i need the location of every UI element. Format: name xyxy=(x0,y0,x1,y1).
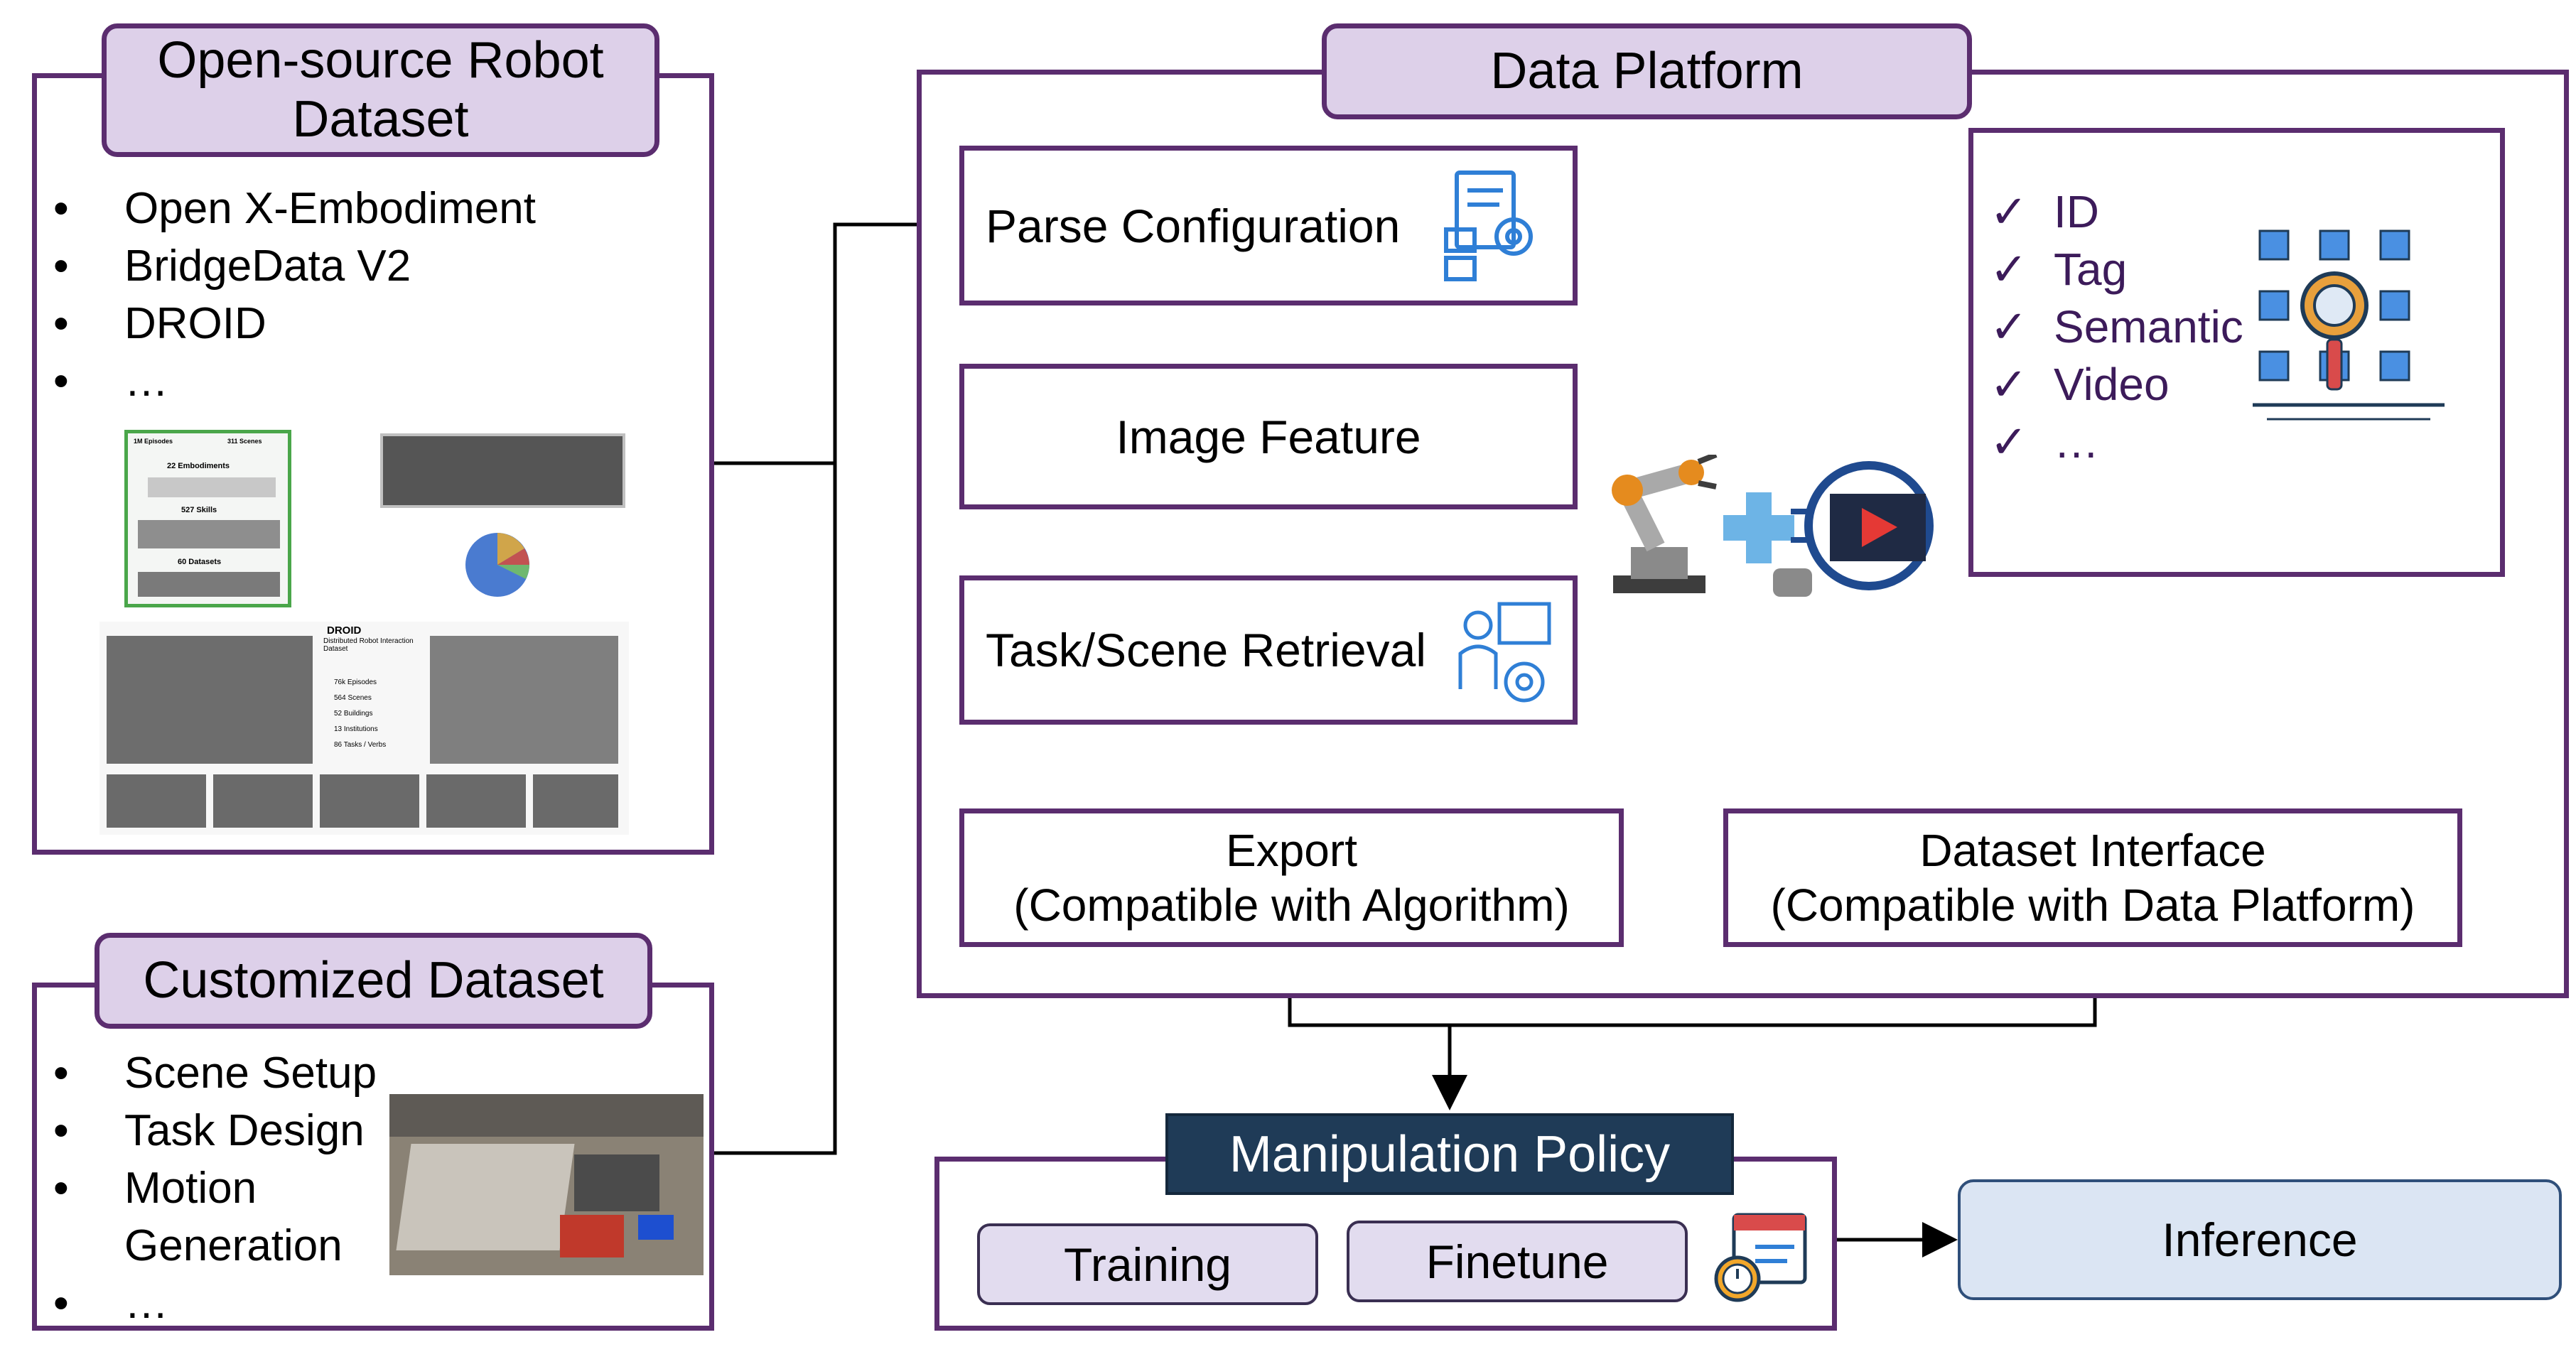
skill-photos xyxy=(138,520,280,548)
check-icon: ✓ xyxy=(1990,359,2028,410)
check-icon: ✓ xyxy=(1990,416,2028,467)
plus-icon xyxy=(1723,492,1794,563)
stopwatch-calendar-icon xyxy=(1714,1213,1807,1302)
metadata-checklist: ✓ID ✓Tag ✓Semantic ✓Video ✓… xyxy=(1990,183,2288,471)
droid-stat: 564 Scenes xyxy=(334,694,372,702)
droid-stats: 76k Episodes 564 Scenes 52 Buildings 13 … xyxy=(334,675,386,753)
droid-photo-strip xyxy=(107,774,618,828)
line-customized-to-join xyxy=(714,463,837,1155)
custom-item: Scene Setup xyxy=(32,1044,473,1102)
open-x-embodiment-thumbnail: 1M Episodes 311 Scenes 22 Embodiments 52… xyxy=(124,430,291,607)
finetune-pill: Finetune xyxy=(1347,1221,1688,1302)
bridgedata-pie-chart xyxy=(465,533,529,597)
thumb-text: 1M Episodes xyxy=(134,438,173,445)
dataset-interface-box: Dataset Interface (Compatible with Data … xyxy=(1723,808,2462,947)
droid-photo-bathroom xyxy=(107,636,313,764)
custom-item: Task Design xyxy=(32,1102,473,1159)
open-source-dataset-title: Open-source Robot Dataset xyxy=(102,23,659,157)
droid-stat: 86 Tasks / Verbs xyxy=(334,741,387,749)
checklist-item: ✓Tag xyxy=(1990,241,2288,298)
engineer-gear-icon xyxy=(1458,602,1551,703)
droid-title: DROID xyxy=(327,624,362,637)
checklist-item: ✓Semantic xyxy=(1990,298,2288,356)
manipulation-policy-title: Manipulation Policy xyxy=(1165,1113,1734,1195)
arrow-open-source-to-parse xyxy=(714,207,959,465)
magnifier-grid-icon xyxy=(2253,229,2445,421)
custom-item: … xyxy=(32,1275,473,1332)
check-icon: ✓ xyxy=(1990,301,2028,352)
export-label: Export xyxy=(1226,824,1357,876)
image-feature-box: Image Feature xyxy=(959,364,1578,509)
dataset-item: … xyxy=(32,352,672,410)
droid-stat: 76k Episodes xyxy=(334,678,377,686)
droid-subtitle: Distributed Robot Interaction Dataset xyxy=(323,637,414,653)
robot-thumbnails xyxy=(148,477,276,497)
bridgedata-photo-grid xyxy=(380,433,625,508)
parse-configuration-label: Parse Configuration xyxy=(986,199,1401,252)
task-scene-retrieval-box: Task/Scene Retrieval xyxy=(959,575,1578,725)
robot-arm-icon xyxy=(1612,455,1718,593)
thumb-text: 60 Datasets xyxy=(178,558,222,566)
task-scene-retrieval-label: Task/Scene Retrieval xyxy=(986,624,1426,676)
simulation-scene-image xyxy=(389,1094,704,1275)
thumb-text: 22 Embodiments xyxy=(167,462,230,470)
checklist-item: ✓… xyxy=(1990,413,2288,471)
video-play-icon xyxy=(1773,461,1934,597)
droid-thumbnail: DROID Distributed Robot Interaction Data… xyxy=(99,622,629,835)
droid-stat: 13 Institutions xyxy=(334,725,378,733)
customized-dataset-title: Customized Dataset xyxy=(95,933,652,1029)
image-feature-label: Image Feature xyxy=(1116,410,1421,463)
check-icon: ✓ xyxy=(1990,186,2028,237)
inference-box: Inference xyxy=(1958,1179,2562,1300)
thumb-text: 527 Skills xyxy=(181,506,217,514)
dataset-item: DROID xyxy=(32,295,672,352)
checklist-item: ✓Video xyxy=(1990,356,2288,413)
dataset-interface-sublabel: (Compatible with Data Platform) xyxy=(1770,879,2415,931)
dataset-item: Open X-Embodiment xyxy=(32,180,672,237)
training-pill: Training xyxy=(977,1223,1318,1305)
robot-plus-video-icon-group xyxy=(1612,455,1934,597)
check-icon: ✓ xyxy=(1990,244,2028,295)
dataset-photos xyxy=(138,572,280,597)
checklist-item: ✓ID xyxy=(1990,183,2288,241)
droid-stat: 52 Buildings xyxy=(334,710,373,718)
droid-photo-kitchen xyxy=(430,636,618,764)
config-gear-icon xyxy=(1444,171,1533,281)
dataset-interface-label: Dataset Interface xyxy=(1919,824,2266,876)
data-platform-title: Data Platform xyxy=(1322,23,1972,119)
dataset-item: BridgeData V2 xyxy=(32,237,672,295)
export-box: Export (Compatible with Algorithm) xyxy=(959,808,1624,947)
customized-dataset-list: Scene Setup Task Design Motion Generatio… xyxy=(32,1044,473,1332)
export-sublabel: (Compatible with Algorithm) xyxy=(1013,879,1570,931)
thumb-text: 311 Scenes xyxy=(227,438,262,445)
metadata-checklist-box xyxy=(1968,128,2505,577)
open-source-dataset-list: Open X-Embodiment BridgeData V2 DROID … xyxy=(32,180,672,410)
custom-item: Motion Generation xyxy=(32,1159,423,1275)
